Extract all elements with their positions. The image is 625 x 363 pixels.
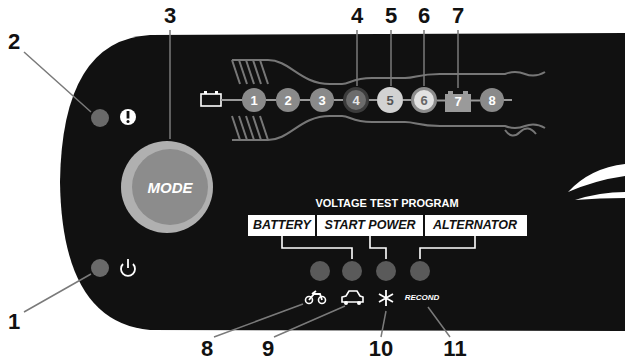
step-connector bbox=[300, 99, 310, 101]
program-bracket bbox=[282, 236, 475, 259]
power-led bbox=[91, 259, 109, 277]
program-heading: VOLTAGE TEST PROGRAM bbox=[315, 197, 458, 209]
charge-step: 2 bbox=[276, 88, 300, 112]
battery-icon bbox=[204, 91, 207, 94]
band-divider bbox=[315, 215, 317, 236]
mode-led bbox=[376, 261, 396, 281]
program-name: START POWER bbox=[324, 219, 415, 233]
program-band bbox=[248, 215, 527, 236]
step-number: 7 bbox=[454, 95, 461, 108]
charge-step: 8 bbox=[480, 88, 504, 112]
step-connector bbox=[403, 99, 411, 101]
battery-icon bbox=[201, 94, 221, 106]
step-connector bbox=[437, 100, 445, 102]
callout-number: 8 bbox=[201, 337, 213, 361]
battery-step-body bbox=[445, 94, 471, 112]
charge-step: 3 bbox=[310, 88, 334, 112]
callout-number: 11 bbox=[443, 337, 466, 361]
stage-outline bbox=[232, 116, 545, 140]
step-circle bbox=[377, 87, 403, 113]
mode-led bbox=[310, 261, 330, 281]
power-icon bbox=[127, 259, 129, 268]
step-number: 3 bbox=[318, 94, 325, 107]
spring-hatch bbox=[232, 60, 268, 84]
step-connector bbox=[266, 99, 276, 101]
charge-step: 5 bbox=[377, 87, 403, 113]
button-label: MODE bbox=[148, 180, 193, 195]
callout-number: 5 bbox=[385, 4, 397, 28]
car-icon bbox=[342, 291, 363, 302]
motorcycle-icon bbox=[309, 291, 322, 300]
step-number: 4 bbox=[352, 94, 359, 107]
car-icon bbox=[357, 301, 361, 305]
band-divider bbox=[423, 215, 425, 236]
callout-number: 4 bbox=[351, 4, 363, 28]
mode-label: RECOND bbox=[405, 294, 440, 303]
step-circle bbox=[345, 89, 368, 112]
mode-button-ring bbox=[121, 141, 213, 233]
callout-number: 10 bbox=[369, 337, 393, 361]
step-circle bbox=[413, 89, 436, 112]
callout-number: 9 bbox=[262, 337, 274, 361]
battery-step-terminal bbox=[448, 91, 453, 94]
snowflake-icon bbox=[379, 290, 393, 306]
step-number: 2 bbox=[284, 94, 291, 107]
callout-number: 7 bbox=[452, 4, 464, 28]
warning-icon-bar bbox=[127, 111, 130, 119]
program-name: ALTERNATOR bbox=[433, 219, 517, 233]
battery-step-terminal bbox=[463, 91, 468, 94]
step-number: 5 bbox=[386, 94, 393, 107]
step-connector bbox=[334, 99, 343, 101]
step-number: 6 bbox=[420, 94, 427, 107]
mode-led bbox=[342, 261, 362, 281]
step-number: 8 bbox=[488, 94, 495, 107]
step-circle bbox=[276, 88, 300, 112]
callout-number: 1 bbox=[8, 310, 20, 334]
mode-led bbox=[410, 261, 430, 281]
step-number: 1 bbox=[250, 94, 257, 107]
charge-step: 4 bbox=[343, 87, 369, 113]
step-track bbox=[221, 99, 244, 101]
mode-button: MODE bbox=[132, 149, 208, 225]
step-circle bbox=[132, 149, 208, 225]
panel-body bbox=[60, 33, 625, 331]
charge-step: 6 bbox=[411, 87, 437, 113]
leader-line bbox=[24, 30, 458, 337]
step-circle bbox=[310, 88, 334, 112]
step-connector bbox=[471, 100, 480, 102]
logo-swoosh bbox=[568, 164, 625, 192]
charge-step: 1 bbox=[242, 88, 266, 112]
charge-step: 7 bbox=[445, 91, 471, 112]
callout-number: 2 bbox=[8, 30, 20, 54]
warning-icon-dot bbox=[127, 120, 130, 123]
step-circle bbox=[480, 88, 504, 112]
logo-swoosh bbox=[575, 192, 625, 200]
stage-wave bbox=[505, 128, 536, 135]
step-connector bbox=[369, 99, 377, 101]
error-led bbox=[91, 109, 109, 127]
stage-outline bbox=[232, 60, 545, 84]
step-circle bbox=[242, 88, 266, 112]
car-icon bbox=[344, 301, 348, 305]
warning-icon bbox=[120, 109, 136, 125]
spring-hatch bbox=[232, 116, 268, 140]
callout-number: 6 bbox=[418, 4, 430, 28]
program-name: BATTERY bbox=[253, 219, 311, 233]
callout-number: 3 bbox=[164, 4, 176, 28]
battery-icon bbox=[215, 91, 218, 94]
